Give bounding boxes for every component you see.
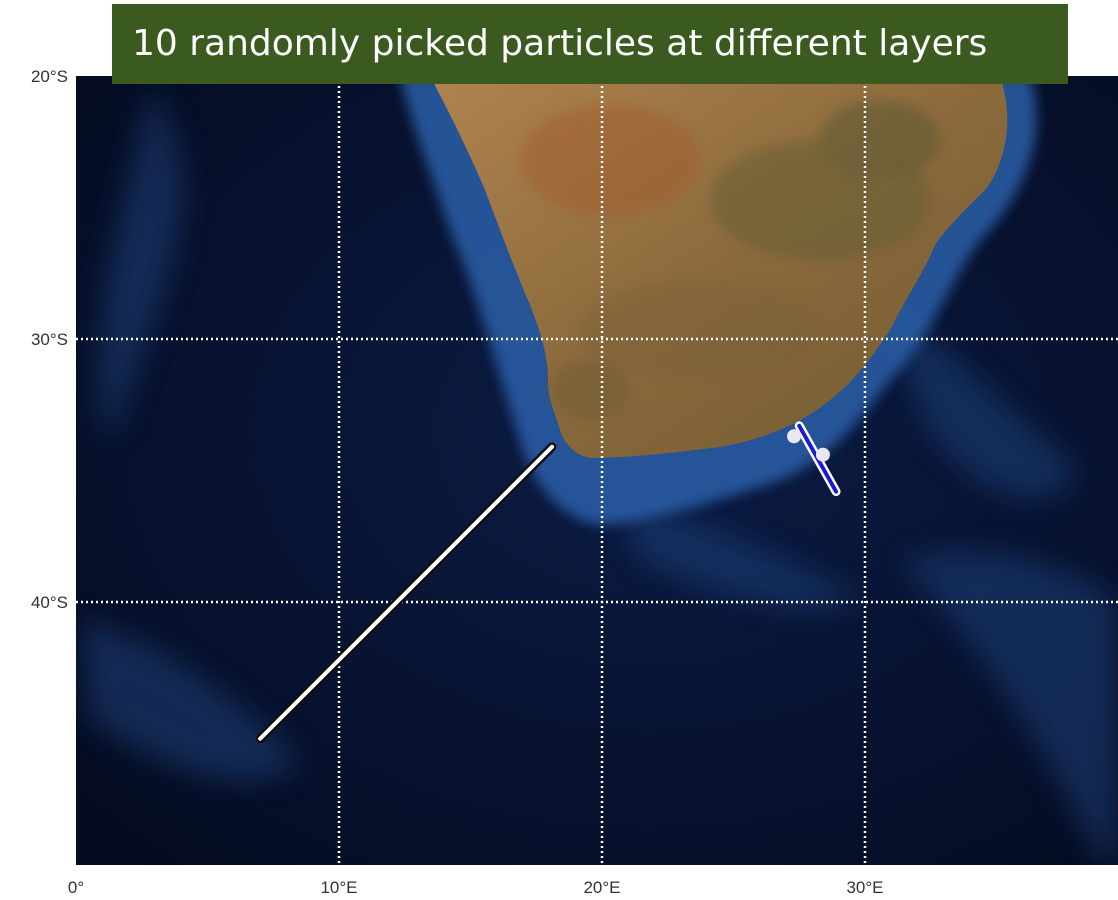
lon-tick-label-2: 20°E — [583, 878, 620, 897]
lat-tick-label-1: 30°S — [31, 330, 68, 349]
latitude-tick-labels: 20°S 30°S 40°S — [31, 67, 68, 612]
lon-tick-label-1: 10°E — [320, 878, 357, 897]
particle-marker-0 — [786, 429, 801, 444]
land-texture — [520, 100, 940, 420]
lat-tick-label-0: 20°S — [31, 67, 68, 86]
longitude-tick-labels: 0° 10°E 20°E 30°E — [68, 878, 884, 897]
particle-marker-1 — [815, 447, 830, 462]
graticule — [76, 76, 1118, 865]
ocean-relief — [80, 90, 1118, 865]
lat-tick-label-2: 40°S — [31, 593, 68, 612]
trajectory-layer — [255, 421, 841, 744]
lon-tick-label-0: 0° — [68, 878, 84, 897]
map-area — [76, 76, 1118, 865]
trajectory-0 — [258, 444, 555, 741]
title-banner: 10 randomly picked particles at differen… — [112, 4, 1068, 84]
lon-tick-label-3: 30°E — [846, 878, 883, 897]
